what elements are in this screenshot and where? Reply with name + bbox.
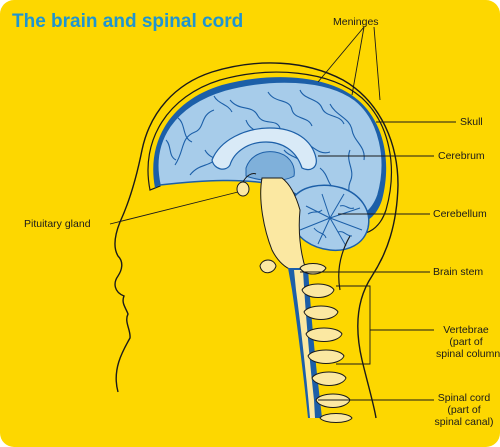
- pituitary-gland-shape: [236, 181, 250, 197]
- label-vertebrae-sub2: spinal column): [436, 348, 500, 360]
- spinal-cord-shape: [294, 270, 315, 418]
- label-brain-stem: Brain stem: [433, 266, 484, 278]
- head-outline: [114, 62, 399, 419]
- cerebellum-folds: [299, 193, 363, 247]
- label-vertebrae-title: Vertebrae: [443, 324, 489, 336]
- label-pituitary-gland: Pituitary gland: [24, 218, 91, 230]
- vertebrae-stack: [259, 259, 353, 423]
- leader-lines: [109, 26, 456, 401]
- label-spinal-cord-sub1: (part of: [447, 404, 481, 416]
- label-vertebrae-sub1: (part of: [449, 336, 483, 348]
- label-vertebrae: Vertebrae (part of spinal column): [436, 324, 500, 360]
- label-spinal-cord: Spinal cord (part of spinal canal): [434, 392, 494, 428]
- diagram-title: The brain and spinal cord: [12, 11, 244, 32]
- corpus-callosum: [211, 127, 317, 171]
- label-meninges: Meninges: [333, 16, 379, 28]
- label-skull: Skull: [460, 116, 483, 128]
- label-cerebrum: Cerebrum: [438, 150, 485, 162]
- cerebrum-folds: [165, 89, 365, 209]
- label-spinal-cord-sub2: spinal canal): [434, 416, 494, 428]
- label-spinal-cord-title: Spinal cord: [437, 392, 491, 404]
- label-cerebellum: Cerebellum: [433, 208, 487, 220]
